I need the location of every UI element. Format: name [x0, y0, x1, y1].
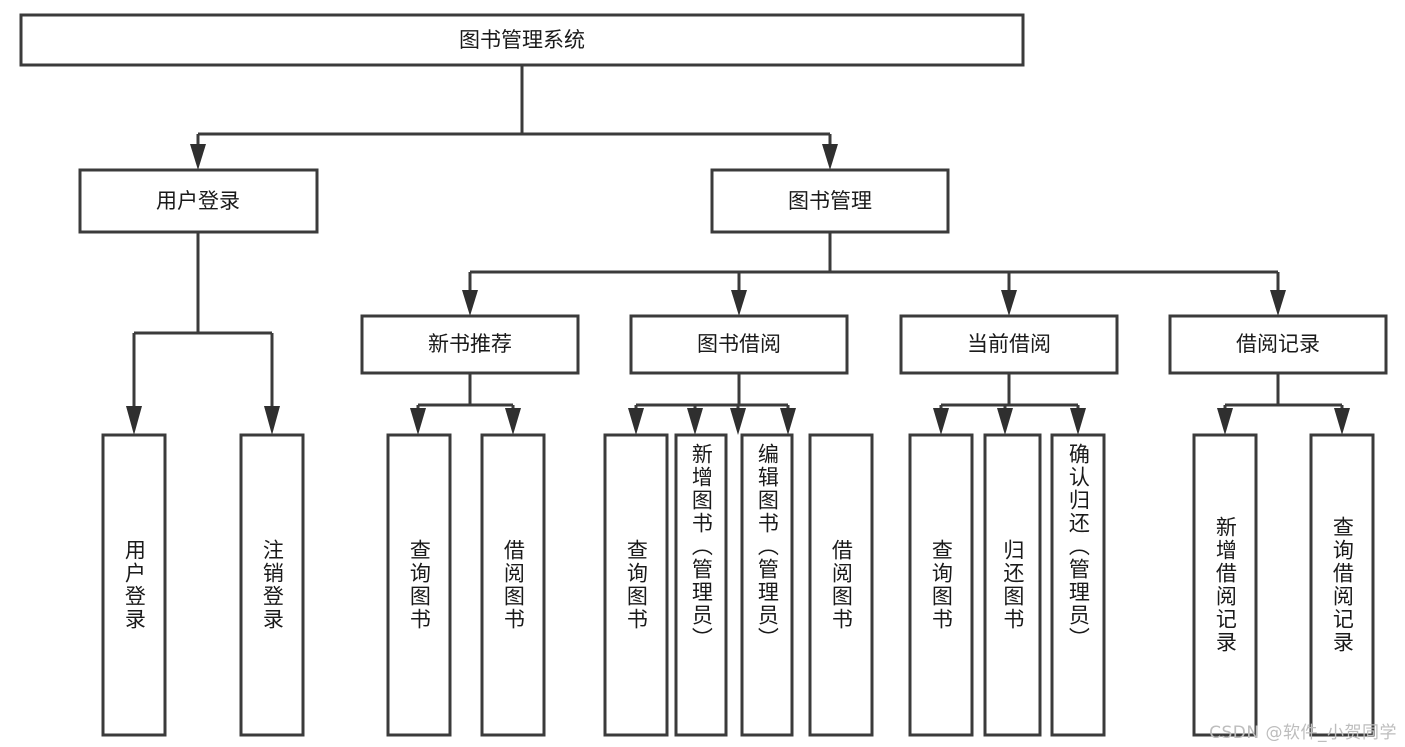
node-borrow-record-box[interactable]	[1168, 314, 1388, 375]
node-current-borrow-label: 当前借阅	[967, 332, 1051, 356]
node-book-management[interactable]: 图书管理	[710, 168, 950, 234]
node-current-borrow-box[interactable]	[899, 314, 1119, 375]
arrow-head-leaf-borrow-book-2	[780, 408, 796, 435]
arrow-head-current-borrow	[1001, 290, 1017, 316]
node-book-borrow[interactable]: 图书借阅	[629, 314, 849, 375]
leaf-add-book-box[interactable]	[674, 433, 728, 737]
arrow-head-book-management	[822, 144, 838, 170]
leaf-logout-login-box[interactable]	[239, 433, 305, 737]
arrow-head-leaf-query-borrow-record	[1334, 408, 1350, 435]
leaf-add-borrow-record-box[interactable]	[1192, 433, 1258, 737]
node-book-borrow-box[interactable]	[629, 314, 849, 375]
node-user-login-label: 用户登录	[156, 189, 240, 213]
watermark-text: CSDN @软件_小贺同学	[1209, 723, 1397, 743]
arrow-head-borrow-record	[1270, 290, 1286, 316]
node-new-book-recommend[interactable]: 新书推荐	[360, 314, 580, 375]
arrow-head-leaf-query-book-2	[628, 408, 644, 435]
leaf-return-book-box[interactable]	[983, 433, 1042, 737]
node-root[interactable]: 图书管理系统	[19, 13, 1025, 67]
arrow-head-leaf-edit-book	[730, 408, 746, 435]
arrow-head-leaf-return-book	[997, 408, 1013, 435]
node-new-book-recommend-box[interactable]	[360, 314, 580, 375]
leaf-query-borrow-record-box[interactable]	[1309, 433, 1375, 737]
node-borrow-record[interactable]: 借阅记录	[1168, 314, 1388, 375]
arrow-head-leaf-add-book	[687, 408, 703, 435]
arrow-head-leaf-add-borrow-record	[1217, 408, 1233, 435]
node-current-borrow[interactable]: 当前借阅	[899, 314, 1119, 375]
arrow-head-leaf-confirm-return	[1070, 408, 1086, 435]
node-borrow-record-label: 借阅记录	[1236, 332, 1320, 356]
node-book-management-label: 图书管理	[788, 189, 872, 213]
leaf-edit-book-box[interactable]	[740, 433, 794, 737]
node-root-box[interactable]	[19, 13, 1025, 67]
arrow-head-leaf-query-book-3	[933, 408, 949, 435]
arrow-head-user-login	[190, 144, 206, 170]
node-user-login-box[interactable]	[78, 168, 319, 234]
leaf-query-book-3-box[interactable]	[908, 433, 974, 737]
leaf-borrow-book-2-box[interactable]	[808, 433, 874, 737]
leaf-box-group	[101, 433, 1375, 737]
arrow-head-book-borrow	[731, 290, 747, 316]
node-book-management-box[interactable]	[710, 168, 950, 234]
arrow-head-leaf-borrow-book-1	[505, 408, 521, 435]
node-root-label: 图书管理系统	[459, 28, 585, 52]
leaf-user-login-box[interactable]	[101, 433, 167, 737]
arrow-head-leaf-query-book-1	[410, 408, 426, 435]
arrow-head-new-book-recommend	[462, 290, 478, 316]
node-new-book-recommend-label: 新书推荐	[428, 332, 512, 356]
arrow-head-leaf-user-login	[126, 406, 142, 435]
arrow-head-leaf-logout-login	[264, 406, 280, 435]
leaf-query-book-2-box[interactable]	[603, 433, 669, 737]
connector-group	[126, 65, 1350, 435]
leaf-query-book-1-box[interactable]	[386, 433, 452, 737]
leaf-confirm-return-box[interactable]	[1050, 433, 1106, 737]
node-book-borrow-label: 图书借阅	[697, 332, 781, 356]
node-user-login[interactable]: 用户登录	[78, 168, 319, 234]
leaf-borrow-book-1-box[interactable]	[480, 433, 546, 737]
